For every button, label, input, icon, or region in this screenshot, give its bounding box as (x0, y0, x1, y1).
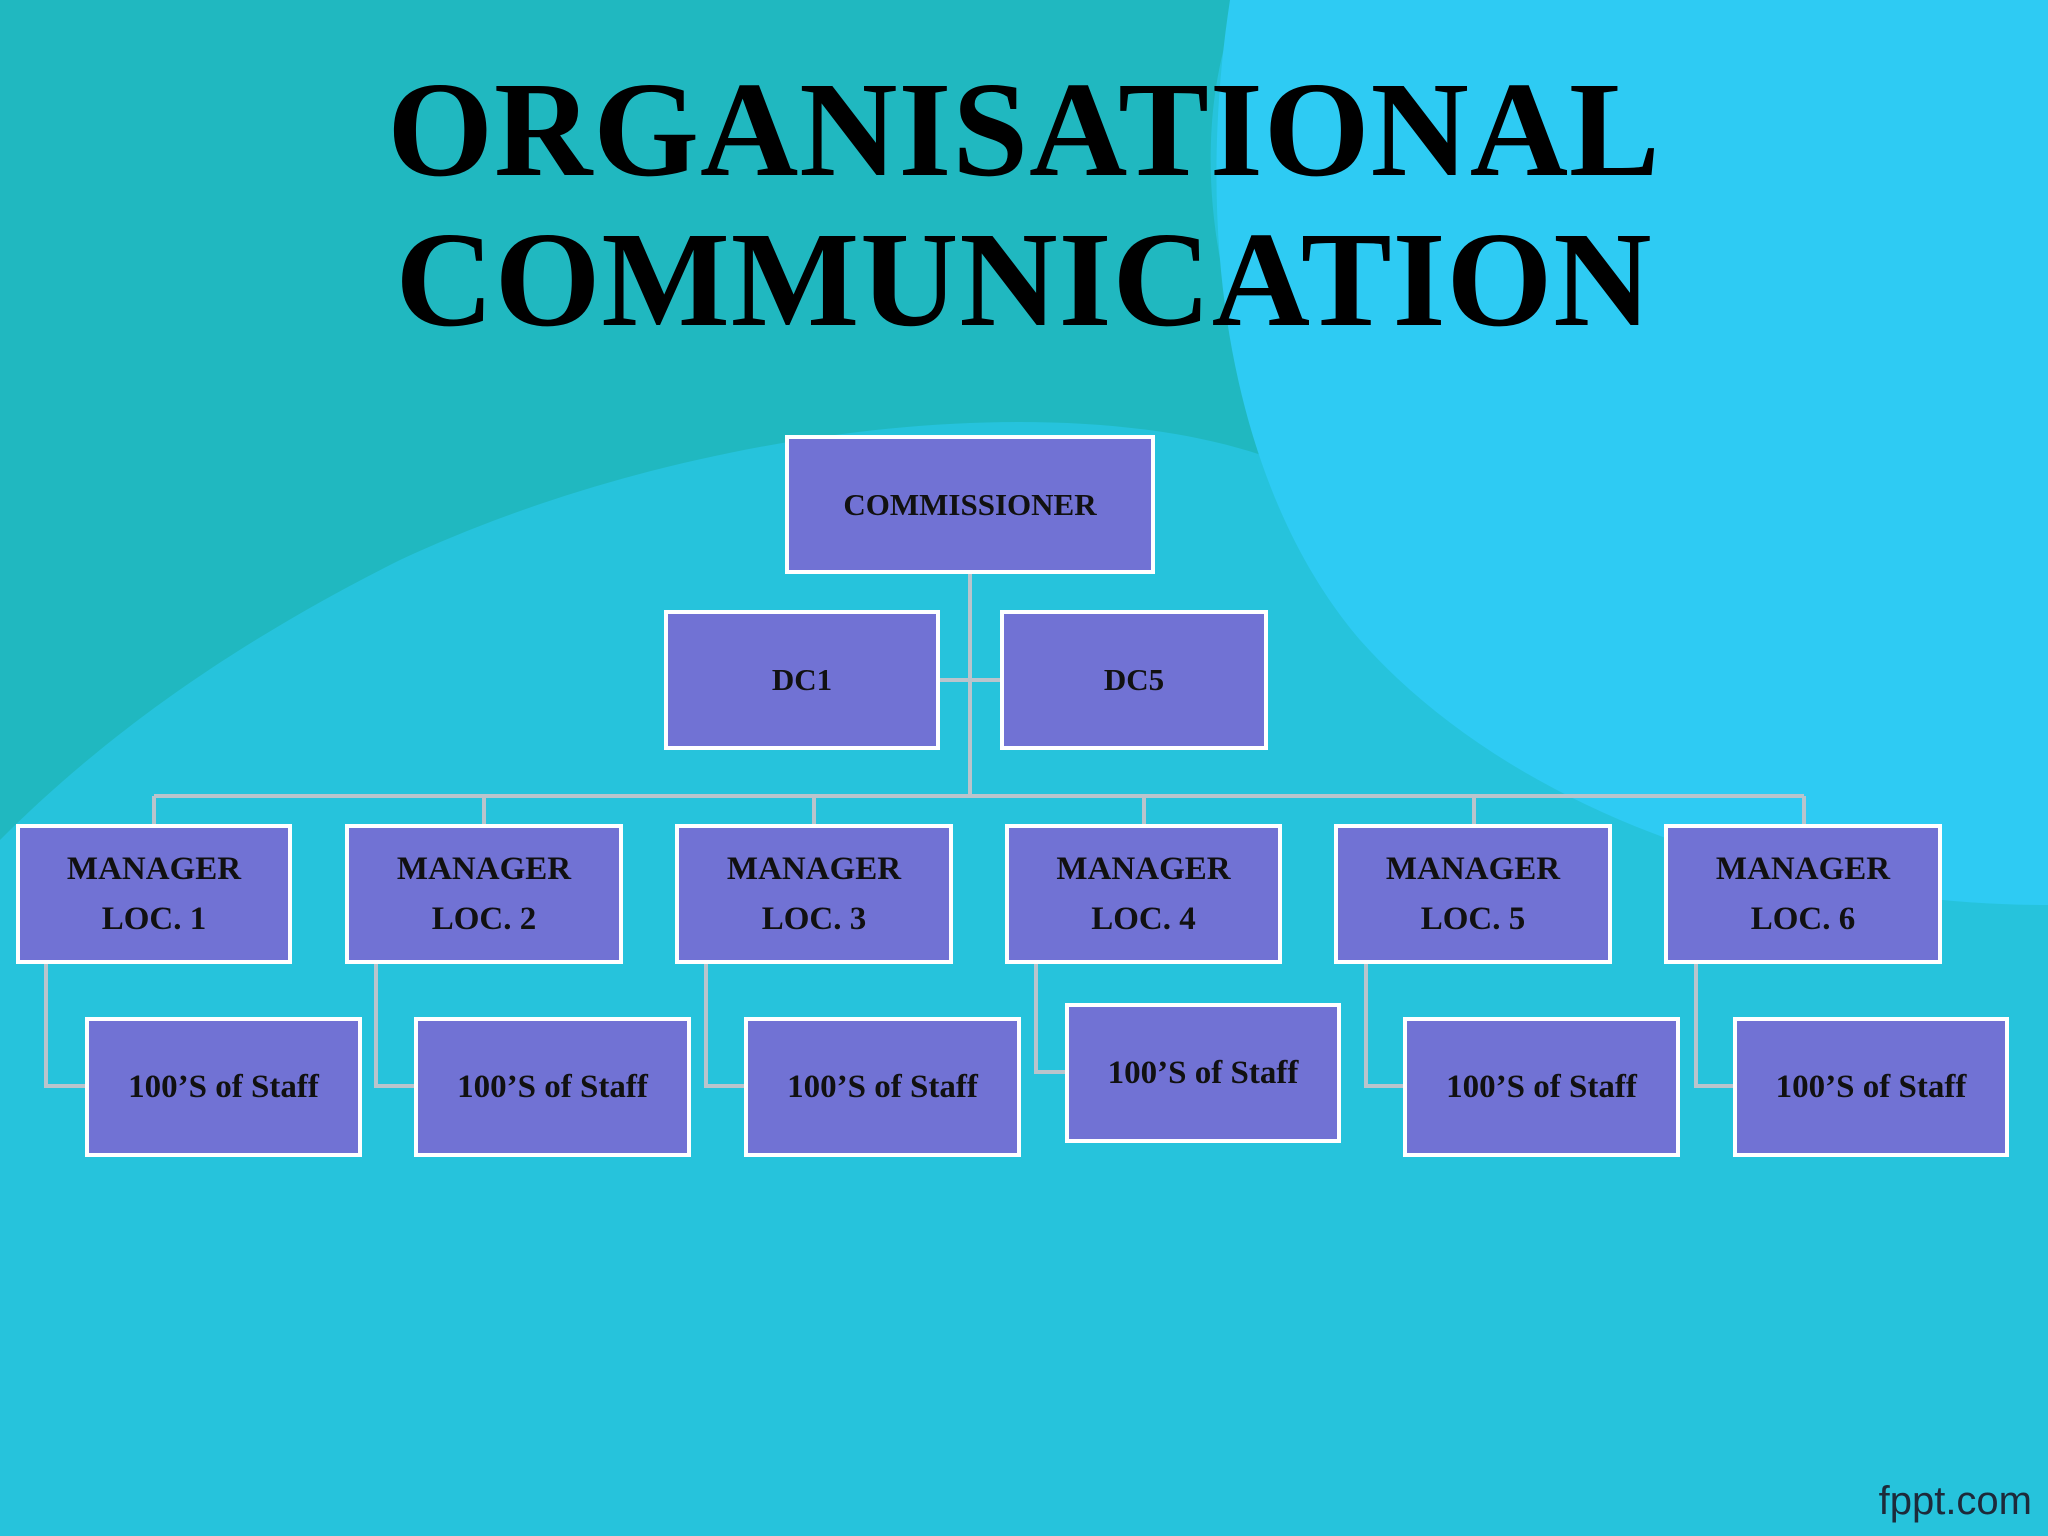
staff-label: 100’S of Staff (1107, 1054, 1299, 1091)
node-dc5: DC5 (1000, 610, 1268, 750)
connector-staff-3 (704, 962, 746, 1088)
node-manager-loc-2: MANAGER LOC. 2 (345, 824, 623, 964)
manager-title: MANAGER (66, 851, 242, 887)
node-staff-loc-5: 100’S of Staff (1403, 1017, 1680, 1157)
connector-staff-6 (1694, 962, 1734, 1088)
node-dc1-label: DC1 (771, 662, 833, 697)
staff-label: 100’S of Staff (457, 1068, 648, 1105)
staff-label: 100’S of Staff (1446, 1068, 1637, 1105)
manager-title: MANAGER (396, 851, 572, 887)
slide-title-line-1: ORGANISATIONAL (387, 55, 1661, 205)
manager-location: LOC. 1 (101, 901, 207, 937)
staff-label: 100’S of Staff (128, 1068, 319, 1105)
watermark-text: fppt.com (1878, 1479, 2032, 1523)
node-manager-loc-1: MANAGER LOC. 1 (16, 824, 292, 964)
manager-location: LOC. 2 (431, 901, 537, 937)
manager-location: LOC. 5 (1420, 901, 1526, 937)
node-manager-loc-3: MANAGER LOC. 3 (675, 824, 953, 964)
node-manager-loc-6: MANAGER LOC. 6 (1664, 824, 1942, 964)
node-dc1: DC1 (664, 610, 940, 750)
manager-location: LOC. 3 (761, 901, 867, 937)
node-manager-loc-4: MANAGER LOC. 4 (1005, 824, 1282, 964)
manager-title: MANAGER (1056, 851, 1231, 887)
staff-label: 100’S of Staff (787, 1068, 978, 1105)
slide-title-line-2: COMMUNICATION (395, 205, 1653, 355)
manager-location: LOC. 6 (1750, 901, 1856, 937)
manager-title: MANAGER (726, 851, 902, 887)
connector-staff-4 (1034, 962, 1066, 1074)
node-staff-loc-2: 100’S of Staff (414, 1017, 691, 1157)
manager-title: MANAGER (1715, 851, 1891, 887)
connector-staff-2 (374, 962, 416, 1088)
node-staff-loc-6: 100’S of Staff (1733, 1017, 2009, 1157)
node-staff-loc-4: 100’S of Staff (1065, 1003, 1341, 1143)
connector-staff-1 (44, 962, 86, 1088)
staff-label: 100’S of Staff (1775, 1068, 1967, 1105)
manager-location: LOC. 4 (1091, 901, 1196, 937)
node-staff-loc-1: 100’S of Staff (85, 1017, 362, 1157)
node-manager-loc-5: MANAGER LOC. 5 (1334, 824, 1612, 964)
node-staff-loc-3: 100’S of Staff (744, 1017, 1021, 1157)
connector-staff-5 (1364, 962, 1404, 1088)
node-commissioner: COMMISSIONER (785, 435, 1155, 574)
node-commissioner-label: COMMISSIONER (843, 486, 1097, 522)
manager-title: MANAGER (1385, 851, 1561, 887)
node-dc5-label: DC5 (1103, 662, 1165, 697)
